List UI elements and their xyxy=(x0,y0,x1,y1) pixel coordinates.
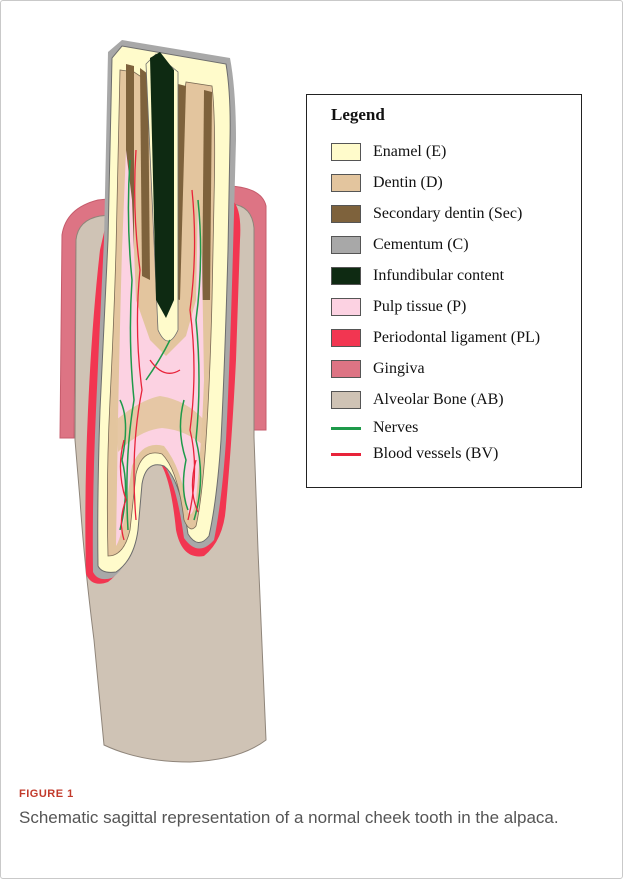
periodontal-ligament-swatch xyxy=(331,329,361,347)
legend-item-periodontal-ligament: Periodontal ligament (PL) xyxy=(331,327,540,349)
legend-item-blood-vessels: Blood vessels (BV) xyxy=(331,443,498,465)
secondary-dentin-swatch xyxy=(331,205,361,223)
gingiva-swatch xyxy=(331,360,361,378)
legend-item-nerves: Nerves xyxy=(331,417,418,439)
legend-item-enamel: Enamel (E) xyxy=(331,141,446,163)
legend-label: Periodontal ligament (PL) xyxy=(373,329,540,347)
legend-item-cementum: Cementum (C) xyxy=(331,234,469,256)
figure-caption: Schematic sagittal representation of a n… xyxy=(19,806,579,830)
legend-item-alveolar-bone: Alveolar Bone (AB) xyxy=(331,389,504,411)
dentin-swatch xyxy=(331,174,361,192)
figure-label: FIGURE 1 xyxy=(19,788,74,800)
legend-label: Pulp tissue (P) xyxy=(373,298,466,316)
legend-label: Cementum (C) xyxy=(373,236,469,254)
legend-item-infundibular: Infundibular content xyxy=(331,265,504,287)
legend-label: Blood vessels (BV) xyxy=(373,445,498,463)
infundibular-swatch xyxy=(331,267,361,285)
nerves-line-swatch xyxy=(331,427,361,430)
legend-label: Gingiva xyxy=(373,360,425,378)
legend-item-dentin: Dentin (D) xyxy=(331,172,443,194)
legend-label: Dentin (D) xyxy=(373,174,443,192)
legend-label: Alveolar Bone (AB) xyxy=(373,391,504,409)
legend-item-pulp: Pulp tissue (P) xyxy=(331,296,466,318)
legend-item-gingiva: Gingiva xyxy=(331,358,425,380)
legend-label: Nerves xyxy=(373,419,418,437)
enamel-swatch xyxy=(331,143,361,161)
pulp-swatch xyxy=(331,298,361,316)
legend-label: Enamel (E) xyxy=(373,143,446,161)
legend-label: Secondary dentin (Sec) xyxy=(373,205,522,223)
legend-item-secondary-dentin: Secondary dentin (Sec) xyxy=(331,203,522,225)
legend-label: Infundibular content xyxy=(373,267,504,285)
legend-title: Legend xyxy=(331,105,385,125)
blood-vessels-line-swatch xyxy=(331,453,361,456)
legend-box: Legend Enamel (E) Dentin (D) Secondary d… xyxy=(306,94,582,488)
alveolar-bone-swatch xyxy=(331,391,361,409)
cementum-swatch xyxy=(331,236,361,254)
